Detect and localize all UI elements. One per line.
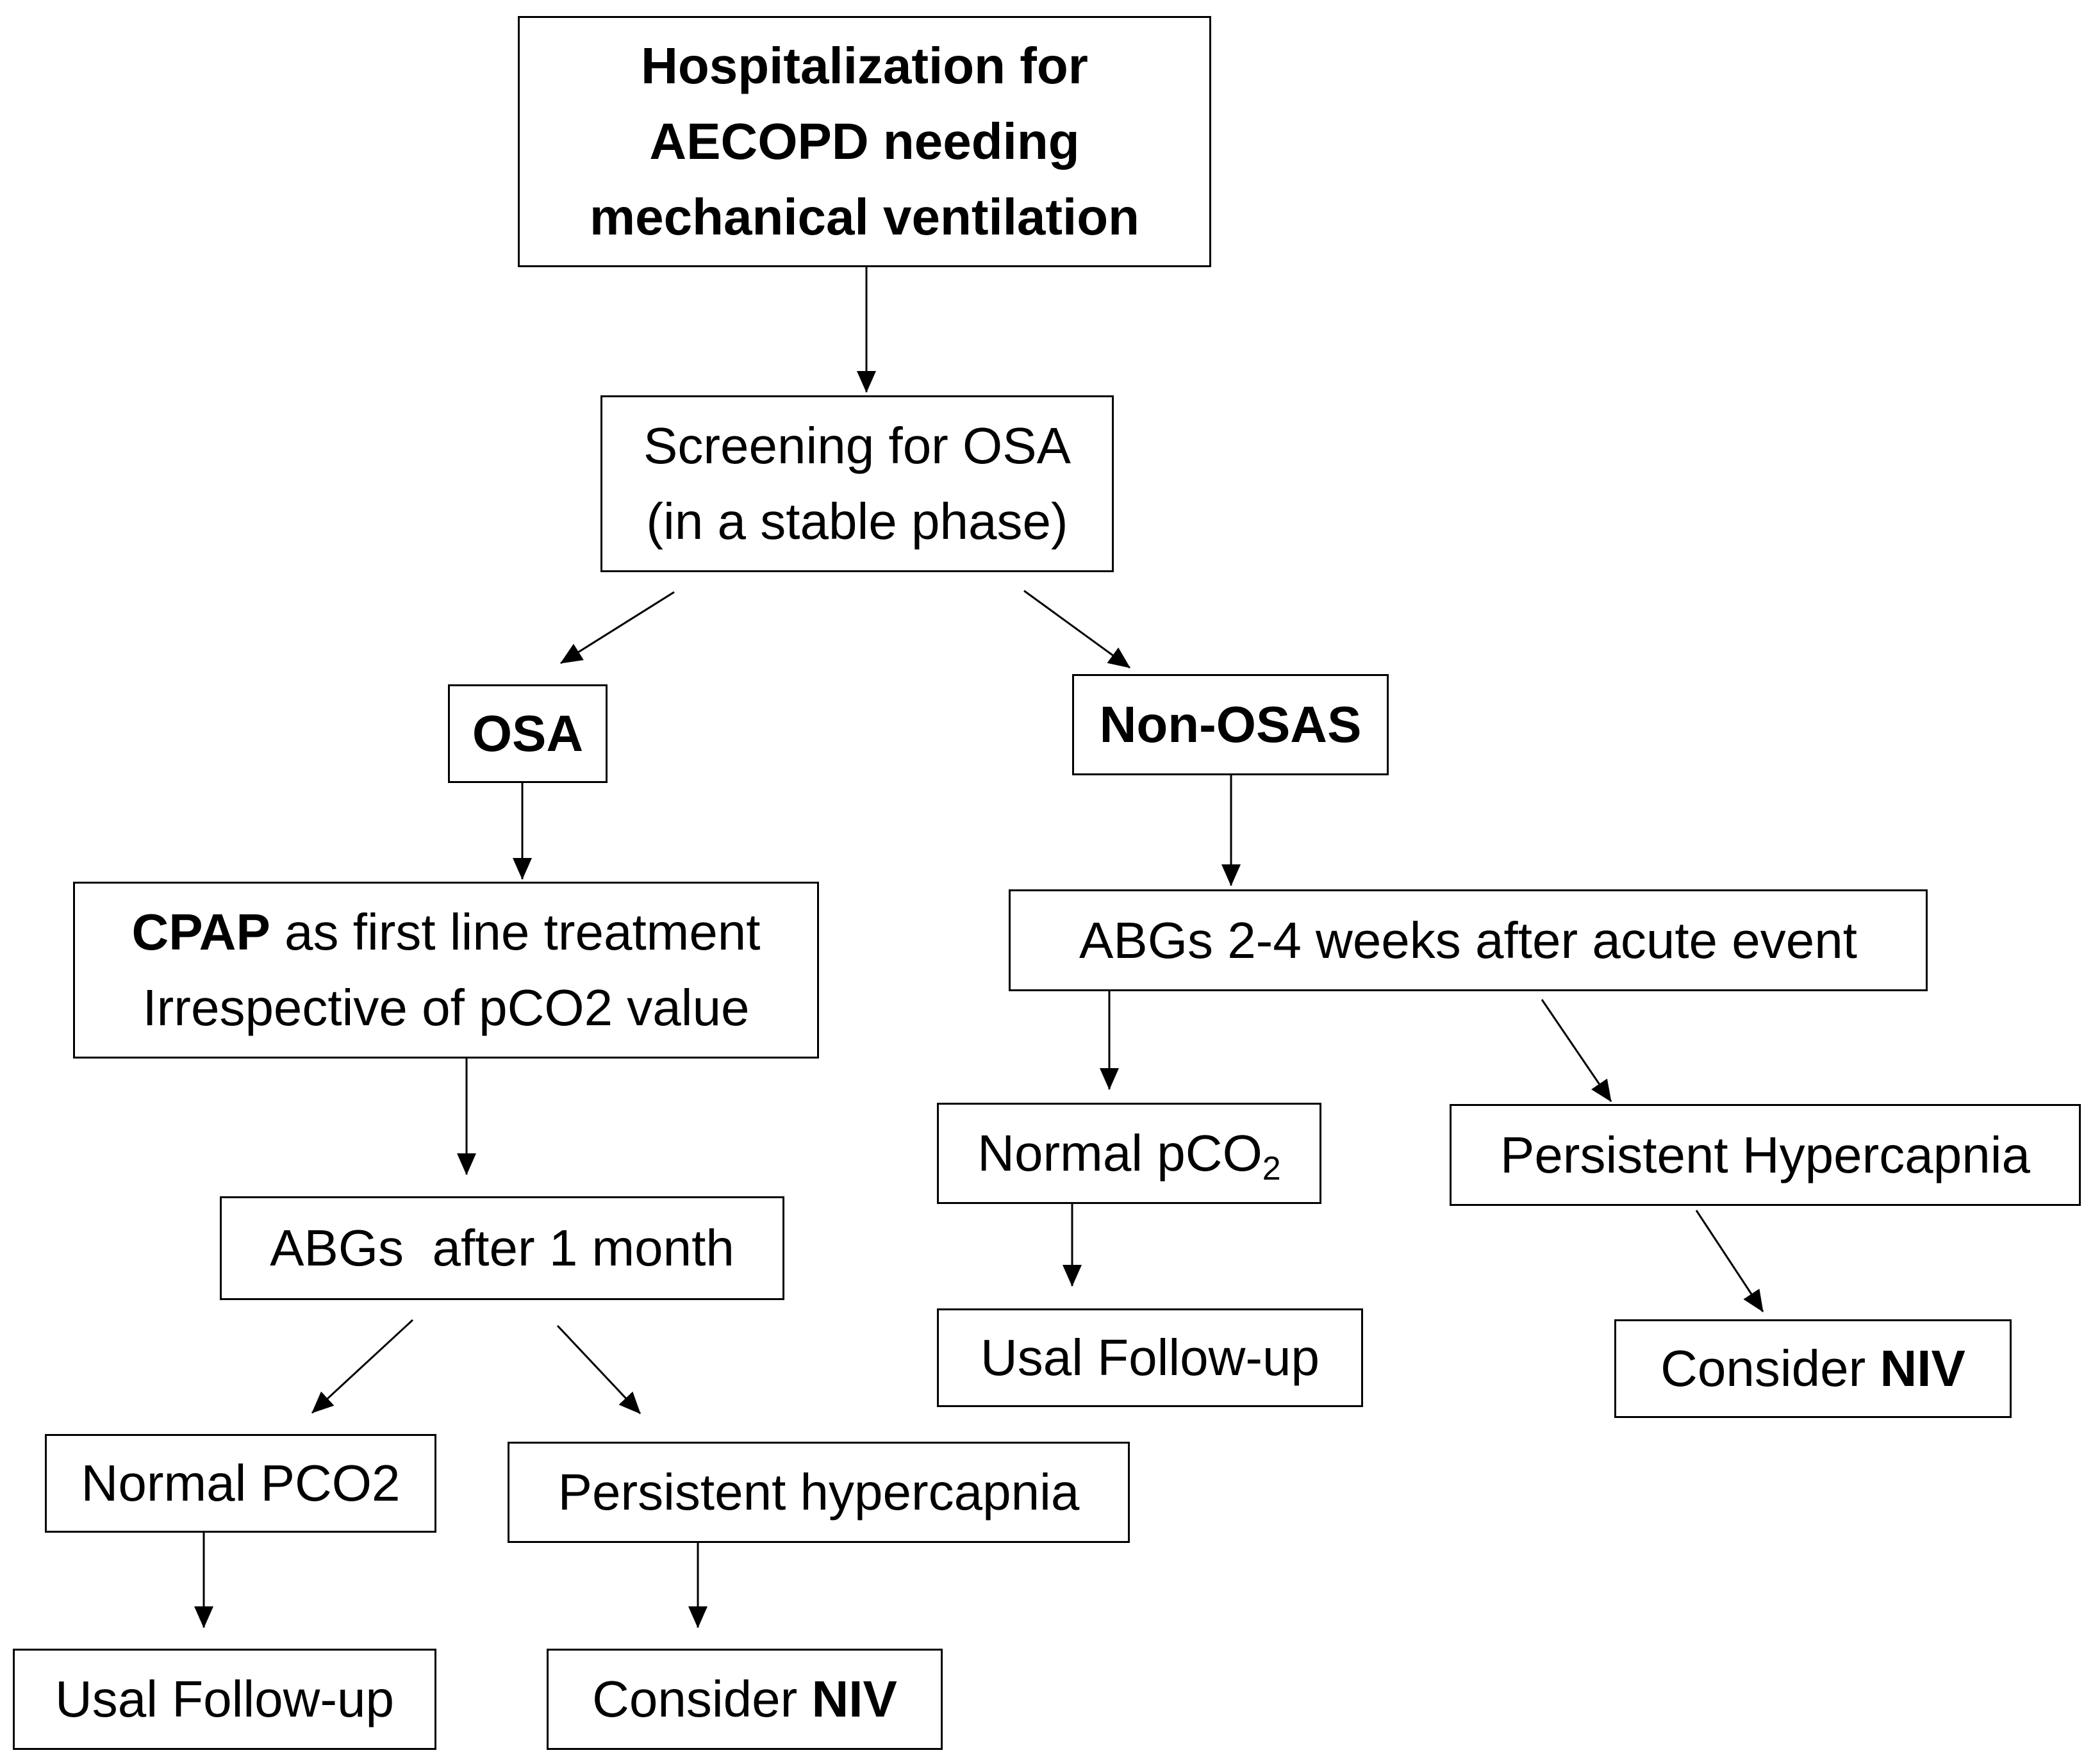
cpap-line-1: CPAP as first line treatment: [131, 894, 760, 970]
followup-left-label: Usal Follow-up: [54, 1670, 395, 1727]
followup-left-box: Usal Follow-up: [13, 1649, 436, 1750]
normal-pco2-left-box: Normal PCO2: [45, 1434, 436, 1533]
hospitalization-line-2: AECOPD needing: [649, 113, 1080, 170]
arrow-abgs-1-month-to-persistent-hypercapnia: [556, 1324, 641, 1415]
arrow-screening-to-osa: [560, 591, 675, 664]
arrow-abgs-1-month-to-normal-pco2: [311, 1319, 414, 1414]
normal-pco2-right-subscript: 2: [1262, 1150, 1281, 1187]
persistent-hypercapnia-right-label: Persistent Hypercapnia: [1500, 1126, 2031, 1183]
non-osas-label: Non-OSAS: [1099, 696, 1362, 753]
hospitalization-box: Hospitalization for AECOPD needing mecha…: [518, 16, 1211, 267]
screening-box: Screening for OSA (in a stable phase): [600, 395, 1114, 572]
hospitalization-line-3: mechanical ventilation: [589, 188, 1140, 245]
consider-niv-left-box: Consider NIV: [547, 1649, 943, 1750]
consider-niv-right-bold: NIV: [1880, 1340, 1965, 1397]
arrow-screening-to-non-osas: [1023, 589, 1130, 669]
osa-label: OSA: [472, 705, 584, 762]
normal-pco2-right-box: Normal pCO2: [937, 1103, 1321, 1204]
non-osas-box: Non-OSAS: [1072, 674, 1389, 775]
hospitalization-line-1: Hospitalization for: [641, 37, 1088, 94]
cpap-box: CPAP as first line treatment Irrespectiv…: [73, 882, 819, 1059]
abgs-2-4-weeks-label: ABGs 2-4 weeks after acute event: [1079, 911, 1857, 969]
followup-right-box: Usal Follow-up: [937, 1308, 1363, 1407]
abgs-1-month-label: ABGs after 1 month: [270, 1219, 734, 1276]
normal-pco2-left-label: Normal PCO2: [81, 1455, 401, 1512]
normal-pco2-right-prefix: Normal pCO: [977, 1125, 1262, 1182]
consider-niv-left-bold: NIV: [811, 1670, 897, 1727]
cpap-bold-label: CPAP: [131, 903, 270, 960]
persistent-hypercapnia-left-box: Persistent hypercapnia: [508, 1442, 1130, 1543]
persistent-hypercapnia-left-label: Persistent hypercapnia: [558, 1463, 1080, 1521]
osa-box: OSA: [448, 684, 608, 783]
arrow-persistent-hypercapnia-to-niv-right: [1695, 1210, 1764, 1312]
normal-pco2-right-label: Normal pCO2: [977, 1116, 1280, 1191]
followup-right-label: Usal Follow-up: [980, 1329, 1320, 1386]
screening-line-1: Screening for OSA: [643, 417, 1071, 474]
consider-niv-left-label: Consider NIV: [592, 1661, 897, 1737]
abgs-1-month-box: ABGs after 1 month: [220, 1196, 784, 1300]
cpap-line-2: Irrespective of pCO2 value: [142, 979, 750, 1036]
consider-niv-right-label: Consider NIV: [1660, 1331, 1965, 1406]
consider-niv-left-prefix: Consider: [592, 1670, 812, 1727]
screening-line-2: (in a stable phase): [646, 493, 1068, 550]
consider-niv-right-prefix: Consider: [1660, 1340, 1880, 1397]
persistent-hypercapnia-right-box: Persistent Hypercapnia: [1450, 1104, 2081, 1206]
abgs-2-4-weeks-box: ABGs 2-4 weeks after acute event: [1009, 889, 1928, 991]
cpap-rest-label: as first line treatment: [270, 903, 761, 960]
consider-niv-right-box: Consider NIV: [1614, 1319, 2012, 1418]
arrow-abgs-2-4-to-persistent-hypercapnia: [1541, 999, 1612, 1102]
